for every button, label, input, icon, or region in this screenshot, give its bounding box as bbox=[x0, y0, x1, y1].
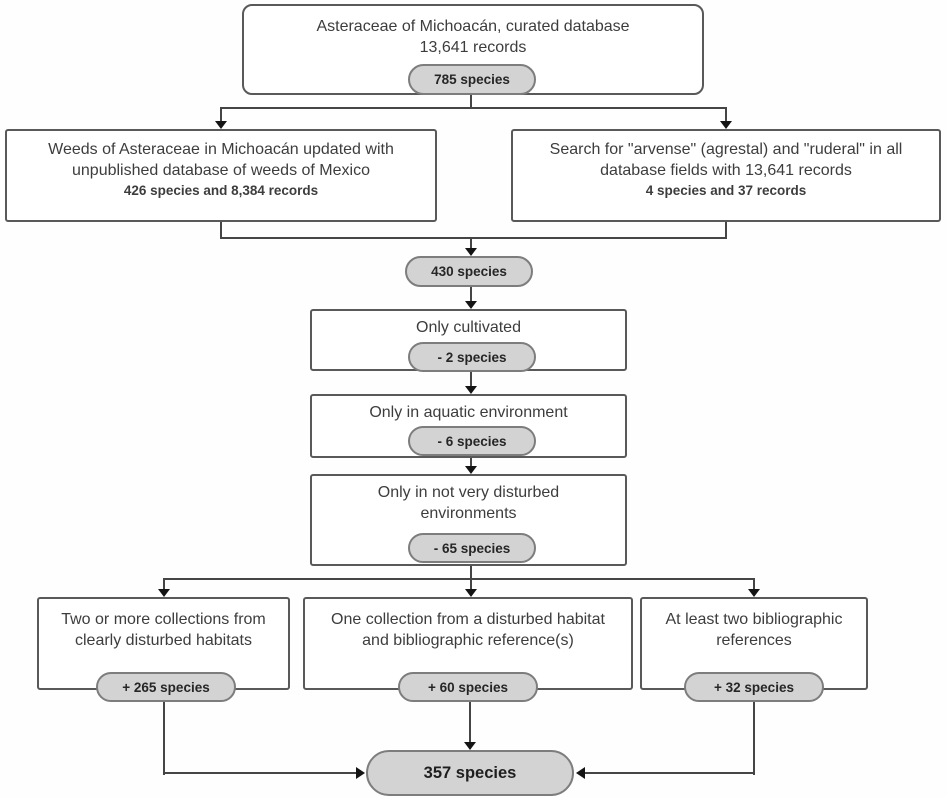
arrowhead-left bbox=[576, 767, 585, 779]
connector-line bbox=[163, 701, 165, 775]
badge-plus-60-species: + 60 species bbox=[398, 672, 538, 702]
badge-357-species-final: 357 species bbox=[366, 750, 574, 796]
node-title: Two or more collections from clearly dis… bbox=[61, 611, 266, 650]
node-weeds-database: Weeds of Asteraceae in Michoacán updated… bbox=[5, 129, 437, 222]
node-title: Asteraceae of Michoacán, curated databas… bbox=[316, 18, 630, 35]
connector-line bbox=[470, 457, 472, 467]
arrowhead-down bbox=[158, 589, 170, 597]
node-title: At least two bibliographic references bbox=[665, 611, 843, 650]
connector-line bbox=[470, 371, 472, 387]
connector-line bbox=[470, 563, 472, 580]
connector-line bbox=[470, 287, 472, 302]
arrowhead-down bbox=[748, 589, 760, 597]
connector-line bbox=[470, 95, 472, 109]
node-title: Only in aquatic environment bbox=[369, 404, 568, 421]
connector-line bbox=[220, 222, 222, 239]
connector-line bbox=[220, 107, 726, 109]
node-title: One collection from a disturbed habitat … bbox=[331, 611, 605, 650]
connector-line bbox=[725, 107, 727, 122]
node-title: Only cultivated bbox=[416, 319, 521, 336]
arrowhead-down bbox=[465, 248, 477, 256]
badge-430-species: 430 species bbox=[405, 256, 533, 287]
arrowhead-right bbox=[356, 767, 365, 779]
connector-line bbox=[163, 578, 755, 580]
badge-plus-32-species: + 32 species bbox=[684, 672, 824, 702]
connector-line bbox=[469, 701, 471, 743]
connector-line bbox=[753, 701, 755, 775]
connector-line bbox=[585, 772, 755, 774]
badge-minus-6-species: - 6 species bbox=[408, 426, 536, 456]
arrowhead-down bbox=[465, 589, 477, 597]
connector-line bbox=[163, 578, 165, 590]
connector-line bbox=[753, 578, 755, 590]
badge-785-species: 785 species bbox=[408, 64, 536, 95]
node-keyword-search: Search for "arvense" (agrestal) and "rud… bbox=[511, 129, 941, 222]
connector-line bbox=[470, 578, 472, 590]
arrowhead-down bbox=[465, 386, 477, 394]
node-title: Search for "arvense" (agrestal) and "rud… bbox=[549, 141, 903, 180]
connector-line bbox=[725, 222, 727, 239]
arrowhead-down bbox=[215, 121, 227, 129]
node-subtitle: 13,641 records bbox=[419, 39, 527, 57]
arrowhead-down bbox=[465, 301, 477, 309]
arrowhead-down bbox=[465, 466, 477, 474]
connector-line bbox=[220, 107, 222, 122]
connector-line bbox=[163, 772, 357, 774]
badge-plus-265-species: + 265 species bbox=[96, 672, 236, 702]
node-title: Weeds of Asteraceae in Michoacán updated… bbox=[48, 141, 394, 180]
badge-minus-65-species: - 65 species bbox=[408, 533, 536, 563]
arrowhead-down bbox=[720, 121, 732, 129]
arrowhead-down bbox=[464, 742, 476, 750]
node-title: Only in not very disturbed environments bbox=[377, 484, 560, 523]
badge-minus-2-species: - 2 species bbox=[408, 342, 536, 372]
node-stats: 4 species and 37 records bbox=[645, 183, 807, 199]
connector-line bbox=[470, 237, 472, 249]
node-stats: 426 species and 8,384 records bbox=[123, 183, 319, 199]
connector-line bbox=[220, 237, 727, 239]
